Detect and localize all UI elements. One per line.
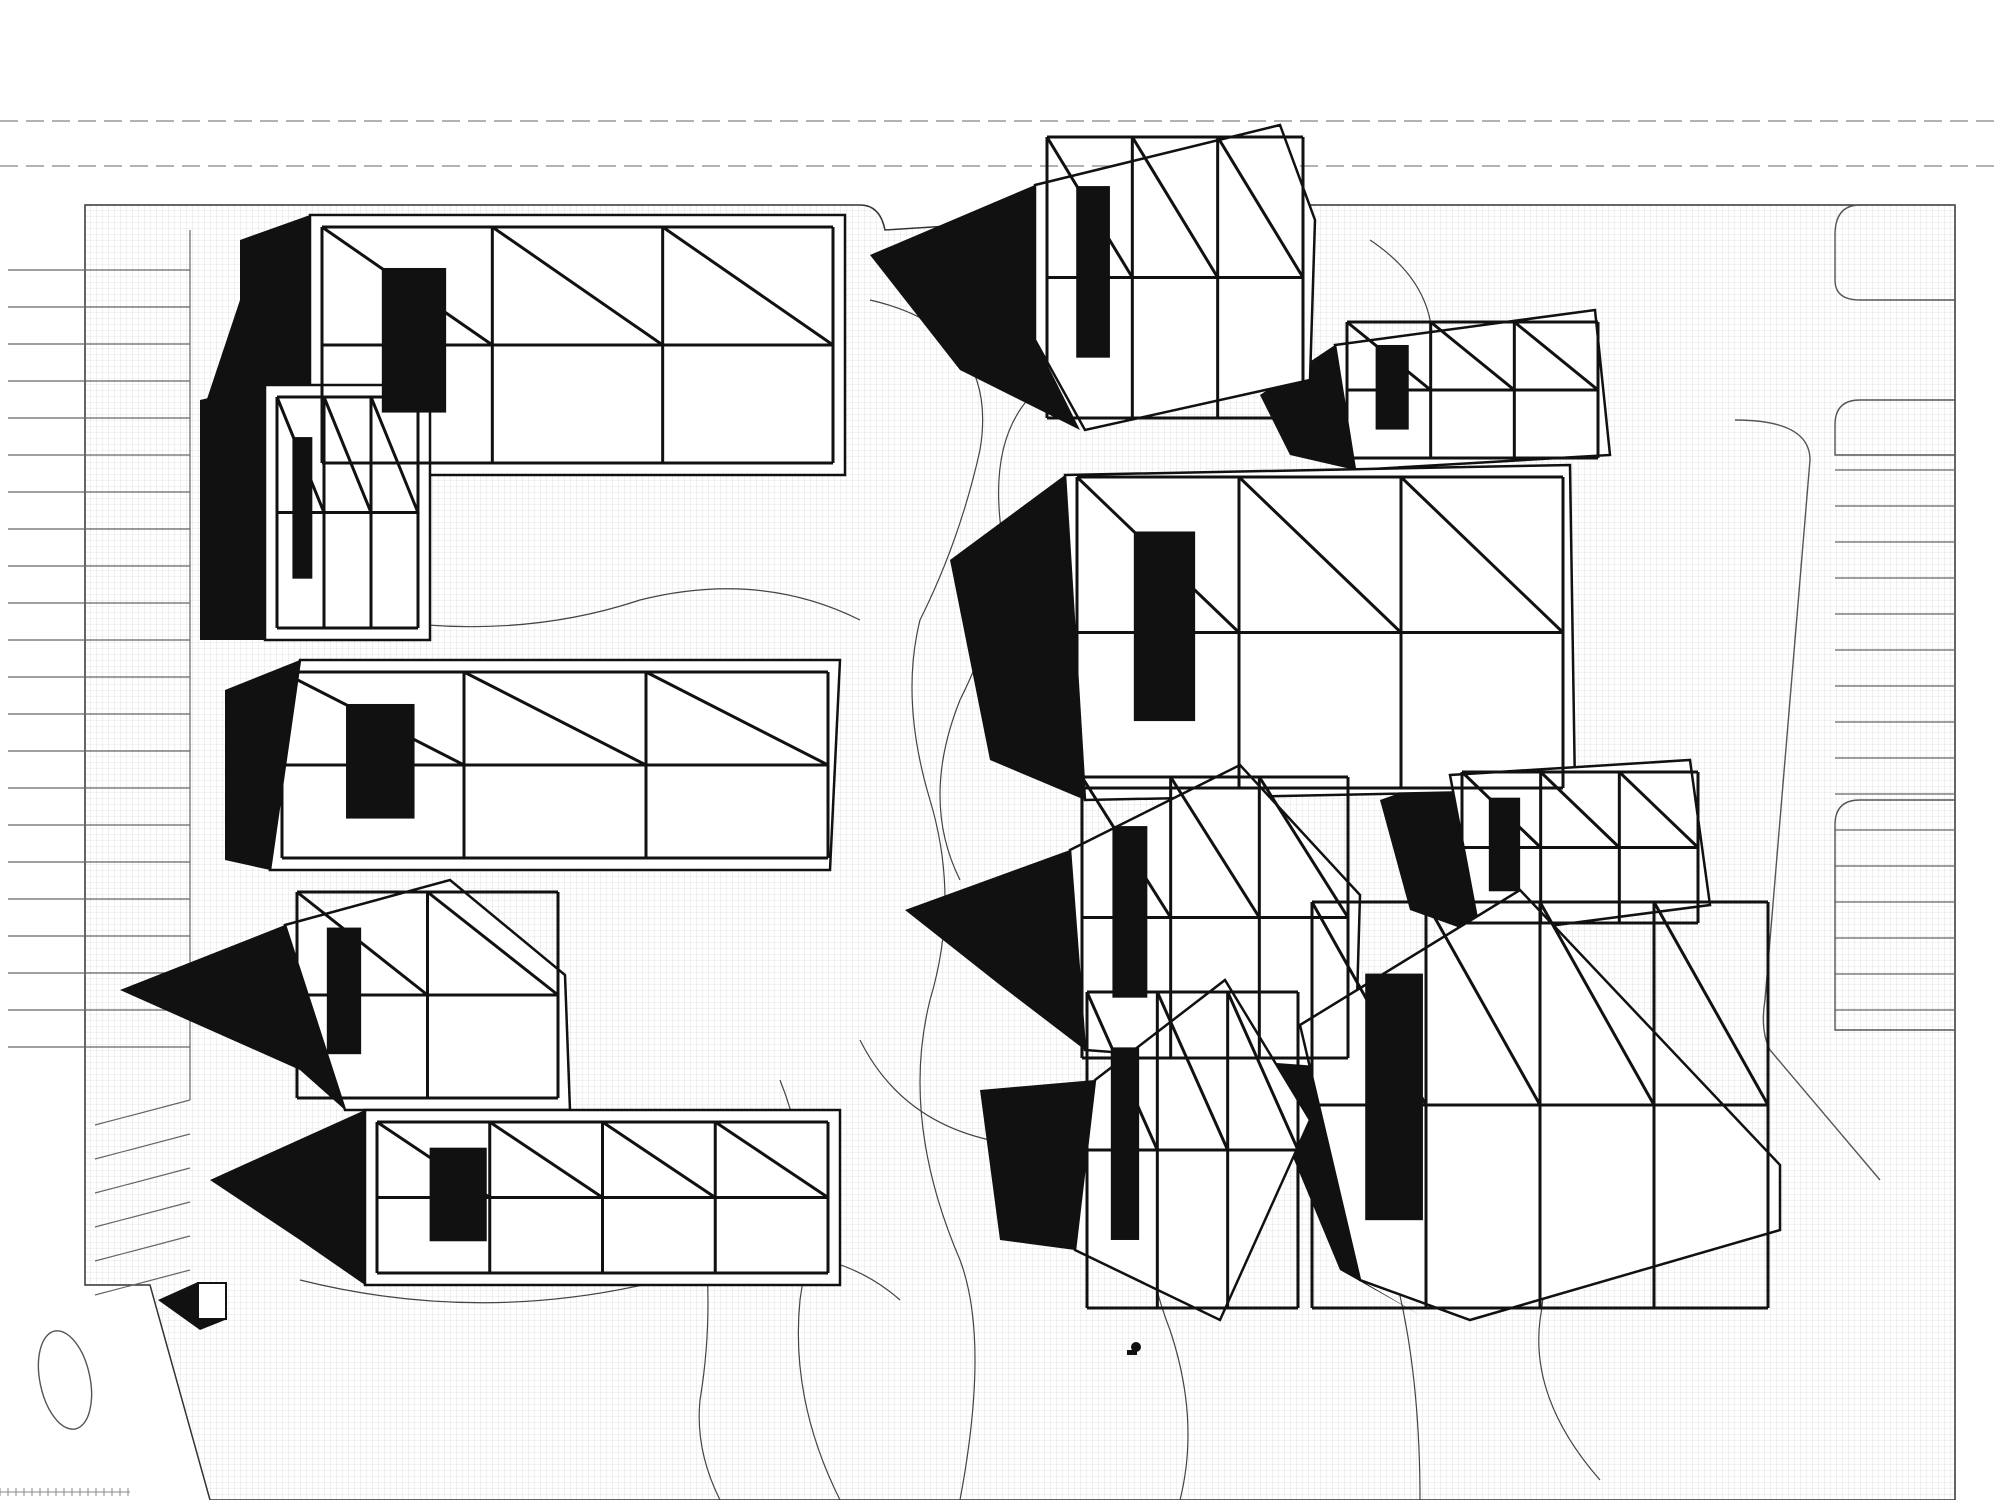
house-east-frame-frame-brace (1539, 770, 1621, 849)
house-west-gable-shadow (120, 925, 345, 1110)
house-s-gable-shadow (980, 1080, 1095, 1250)
street-dashed-lines (0, 120, 2000, 167)
parking-stripe (94, 1235, 191, 1262)
house-nw-small-frame-brace (322, 396, 373, 514)
house-n-tilted-interior-shadow (1076, 186, 1110, 358)
house-center-gable-interior-shadow (1112, 826, 1148, 998)
house-se-large-frame-brace (1652, 901, 1770, 1106)
house-center-gable-shadow (905, 850, 1085, 1050)
house-center-gable-frame-brace (1169, 776, 1261, 919)
parking-stripe (94, 1133, 191, 1160)
house-center-grid-frame-brace (1399, 475, 1565, 634)
house-se-large-frame-brace (1424, 901, 1542, 1106)
house-nw-large-interior-shadow (381, 267, 447, 413)
house-sw-long-interior-shadow (429, 1147, 487, 1242)
house-sw-long-shadow (210, 1110, 365, 1285)
contour-line (869, 299, 984, 1500)
parking-stripe (94, 1099, 191, 1126)
house-sw-long-frame-brace (601, 1120, 717, 1199)
house-east-frame-shadow (1380, 775, 1480, 935)
parking-stripe (94, 1167, 191, 1194)
house-ne-low-frame-brace (1513, 320, 1599, 392)
building-frames (275, 135, 1770, 1310)
house-west-gable-interior-shadow (326, 927, 362, 1055)
scale-ticks (0, 1488, 130, 1496)
oval-planter (37, 1330, 93, 1430)
parking-stripes-east (1835, 469, 1955, 1011)
house-sw-long-frame-brace (488, 1120, 604, 1199)
house-nw-large-frame-brace (491, 225, 664, 347)
house-east-frame-frame-brace (1618, 770, 1700, 849)
parking-stripe (94, 1269, 191, 1296)
house-nw-small-interior-shadow (292, 437, 313, 579)
house-west-mid-interior-shadow (346, 703, 415, 819)
east-curbs (1734, 204, 1955, 1181)
house-center-grid-frame-brace (1237, 475, 1403, 634)
house-s-gable-frame-brace (1226, 991, 1300, 1151)
contour-line (379, 588, 861, 628)
house-west-mid-frame-brace (463, 670, 647, 767)
house-n-tilted-frame-brace (1131, 136, 1219, 279)
house-s-gable-frame-brace (1155, 991, 1230, 1151)
house-west-gable-frame-brace (296, 890, 429, 997)
parking-stripe (94, 1201, 191, 1228)
house-center-grid-shadow (950, 475, 1085, 800)
house-center-gable-frame-brace (1258, 776, 1350, 919)
house-west-mid-frame-brace (645, 670, 829, 767)
house-ne-low-frame-brace (1429, 320, 1516, 392)
parking-stripes-west (8, 230, 191, 1296)
house-se-large-interior-shadow (1365, 973, 1423, 1221)
house-ne-low-interior-shadow (1375, 344, 1409, 430)
house-se-large-frame-brace (1538, 901, 1656, 1106)
person-figure (1127, 1342, 1141, 1355)
house-sw-long-frame-brace (714, 1120, 829, 1199)
house-nw-small-frame-brace (369, 396, 420, 514)
house-nw-small-shadow (200, 385, 265, 640)
house-center-grid-interior-shadow (1133, 531, 1196, 722)
house-n-tilted-shadow (870, 185, 1080, 430)
storage-shed (158, 1282, 227, 1330)
house-s-gable-interior-shadow (1110, 1047, 1140, 1240)
house-ne-low-shadow (1260, 345, 1355, 470)
house-west-gable-frame-brace (426, 890, 559, 997)
house-nw-large-frame-brace (661, 225, 834, 347)
house-east-frame-interior-shadow (1488, 797, 1521, 892)
house-n-tilted-frame-brace (1216, 136, 1305, 279)
